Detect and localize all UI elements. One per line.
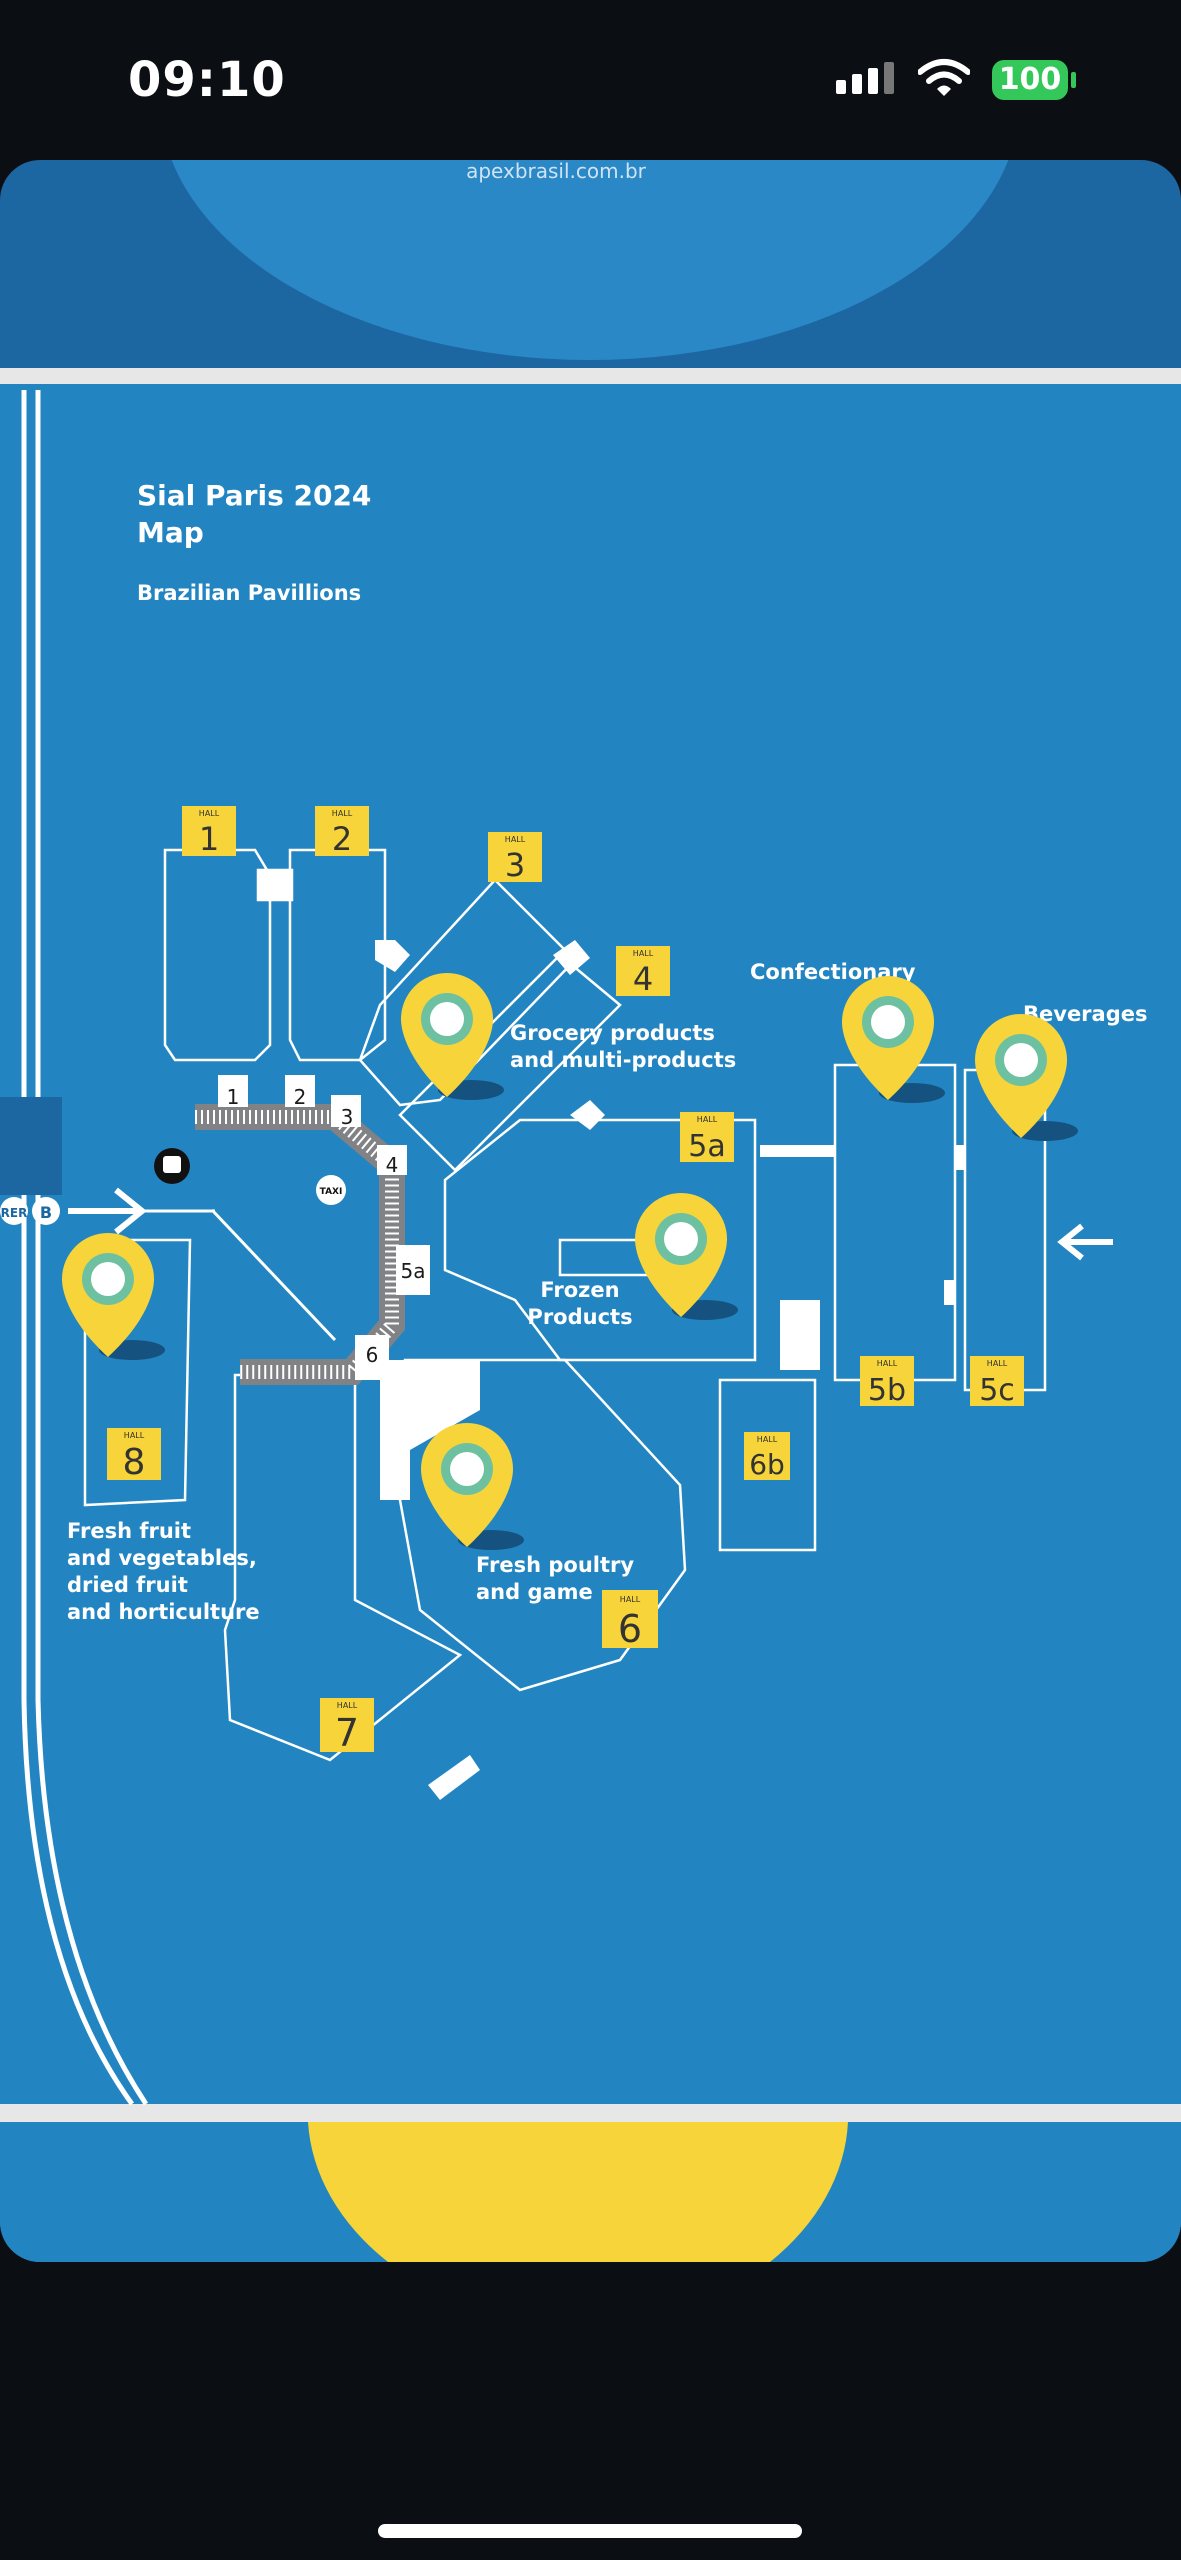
sector-label-grocery: Grocery products [510,1021,715,1045]
hall-4-label: HALL 4 [616,946,670,998]
sector-label-fruit: and horticulture [67,1600,260,1624]
status-bar: 09:10 100 [0,0,1181,160]
location-pin-icon[interactable] [975,1014,1078,1141]
hall-6-label: HALL 6 [602,1590,658,1651]
hall-labels: HALL 1 HALL 2 HALL 3 HALL 4 HALL 5a HALL 5b HA… [107,806,1024,1755]
hall-5b-label: HALL 5b [860,1356,914,1408]
hall-3-label: HALL 3 [488,832,542,884]
map-subtitle: Brazilian Pavillions [137,581,361,605]
svg-text:HALL: HALL [505,835,526,844]
svg-text:HALL: HALL [124,1431,145,1440]
map-title: Sial Paris 2024 [137,479,371,512]
entrance-label: 4 [386,1153,399,1177]
svg-text:HALL: HALL [697,1115,718,1124]
rer-line-icon [32,1197,60,1225]
svg-text:1: 1 [199,820,219,858]
exit-arrow-icon [1057,1223,1113,1261]
bus-icon-body [163,1156,181,1173]
location-pin-icon[interactable] [62,1233,165,1360]
sector-label-fruit: dried fruit [67,1573,188,1597]
svg-text:5a: 5a [688,1129,725,1164]
building-hall-1 [163,848,272,1062]
hall-5a-label: HALL 5a [680,1112,734,1164]
map-image[interactable]: apexbrasil.com.br Sial Paris 2024 Map Br… [0,160,1181,2262]
building-fills [258,870,966,1800]
svg-text:HALL: HALL [877,1359,898,1368]
sector-label-poultry: Fresh poultry [476,1553,634,1577]
hall-2-label: HALL 2 [315,806,369,858]
entrance-labels [218,1075,430,1380]
rail-line [35,390,149,2106]
svg-text:8: 8 [123,1442,146,1483]
wifi-icon [918,59,970,96]
svg-text:7: 7 [335,1711,359,1755]
svg-text:HALL: HALL [987,1359,1008,1368]
svg-text:5c: 5c [979,1373,1015,1408]
svg-text:5b: 5b [868,1373,906,1408]
svg-text:HALL: HALL [633,949,654,958]
rer-panel [0,1097,62,1195]
svg-text:HALL: HALL [332,809,353,818]
home-indicator[interactable] [378,2524,802,2538]
central-walkway [195,1110,399,1379]
battery-tip-icon [1071,72,1076,88]
sector-label-frozen: Products [527,1305,632,1329]
sector-label-fruit: and vegetables, [67,1546,257,1570]
building-6 [398,1358,687,1692]
hall-1-label: HALL 1 [182,806,236,858]
svg-text:HALL: HALL [757,1435,778,1444]
header-circle [171,160,1009,360]
location-pin-icon[interactable] [635,1193,738,1320]
sector-label-grocery: and multi-products [510,1048,736,1072]
location-pin-icon[interactable] [421,1423,524,1550]
hall-8-label: HALL 8 [107,1428,161,1483]
building-hall-4 [398,953,622,1172]
map-title: Map [137,516,204,549]
building-7 [223,1373,463,1762]
svg-text:6: 6 [618,1607,642,1651]
signal-icon [836,62,894,94]
entrance-label: 6 [366,1343,379,1367]
taxi-label: TAXI [320,1187,343,1197]
sector-label-fruit: Fresh fruit [67,1519,191,1543]
building-6b [718,1378,817,1552]
svg-text:HALL: HALL [199,809,220,818]
location-pin-icon[interactable] [842,976,945,1103]
hall-6b-label: HALL 6b [744,1432,790,1481]
battery-indicator: 100 [992,60,1068,100]
taxi-icon [316,1175,346,1205]
map-background [0,384,1181,2262]
rer-icon [0,1197,28,1225]
entrance-label: 5a [401,1259,426,1283]
svg-text:HALL: HALL [620,1595,641,1604]
rail-line [21,390,135,2106]
footer-circle [308,2122,848,2262]
entrance-label: 3 [341,1105,354,1129]
rer-label: RER [1,1206,28,1220]
entrance-label: 2 [294,1085,307,1109]
location-pin-icon[interactable] [401,973,504,1100]
status-time: 09:10 [128,52,286,108]
sector-label-poultry: and game [476,1580,593,1604]
header-url: apexbrasil.com.br [466,160,647,183]
svg-text:4: 4 [633,960,653,998]
svg-text:2: 2 [332,820,352,858]
entrance-label: 1 [227,1085,240,1109]
bottom-divider [0,2104,1181,2122]
building-entrance-path [210,1208,337,1342]
hall-5c-label: HALL 5c [970,1356,1024,1408]
svg-text:HALL: HALL [337,1701,358,1710]
top-divider [0,368,1181,384]
svg-text:3: 3 [505,846,525,884]
sector-label-frozen: Frozen [540,1278,619,1302]
rer-line-label: B [40,1203,52,1222]
svg-text:6b: 6b [749,1448,785,1481]
